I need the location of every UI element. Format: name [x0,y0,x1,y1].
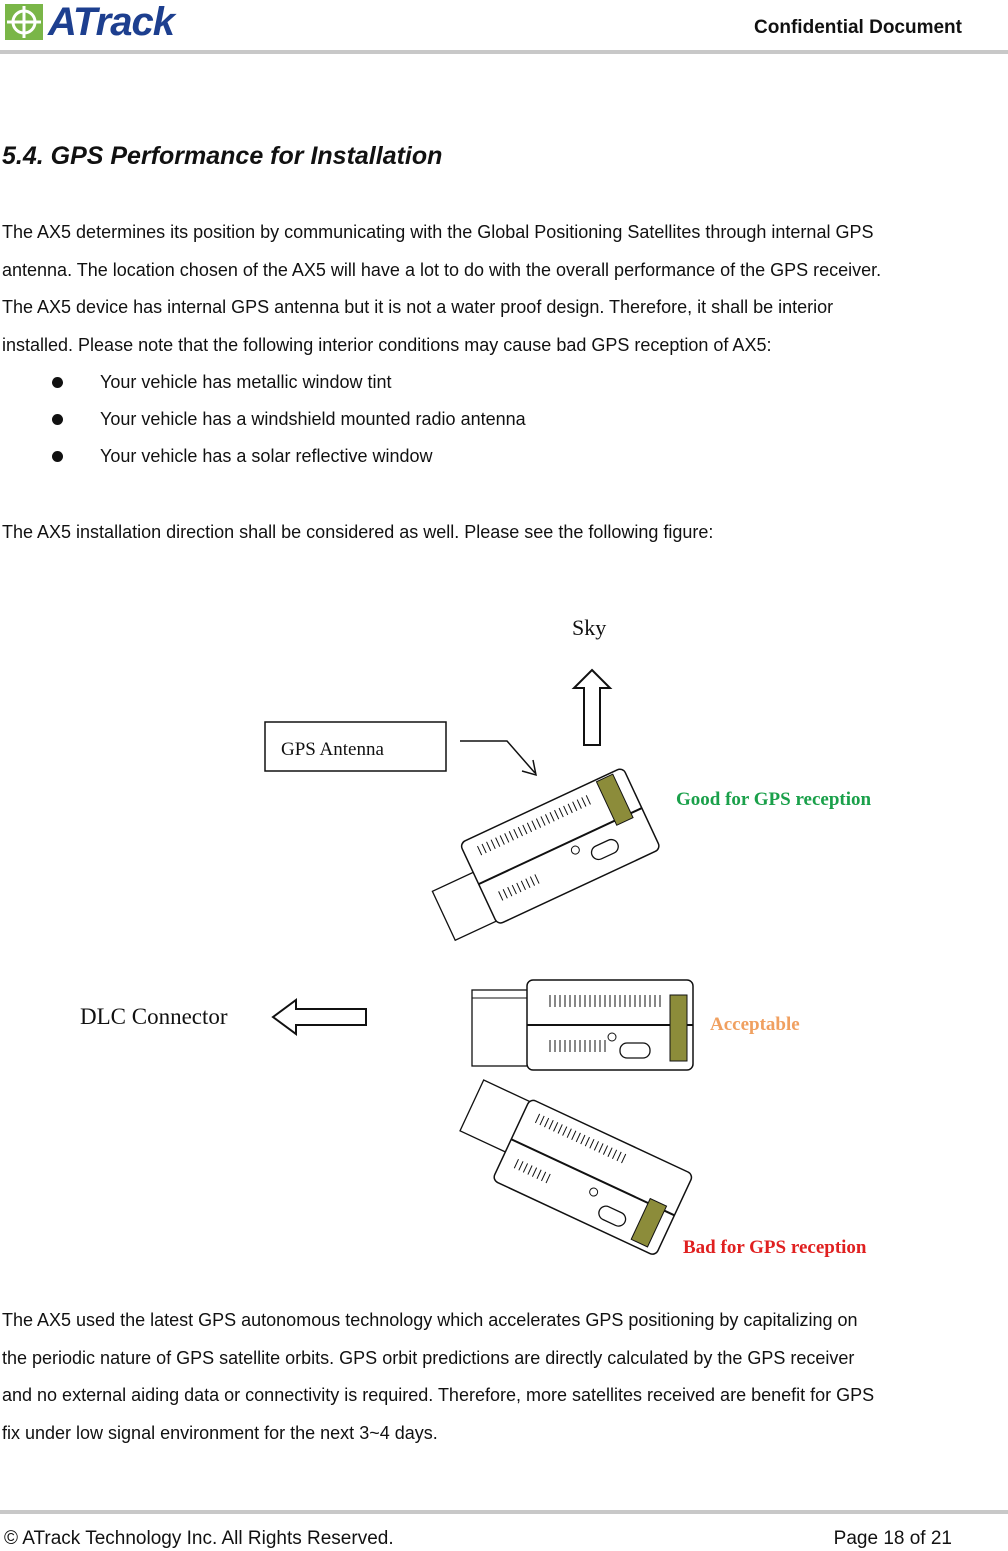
bullet-text: Your vehicle has a windshield mounted ra… [100,409,526,429]
bullet-icon [52,414,63,425]
sky-label: Sky [572,615,606,640]
antenna-patch [595,773,634,826]
intro-line: antenna. The location chosen of the AX5 … [2,259,882,280]
intro-paragraph: The AX5 determines its position by commu… [2,214,1008,364]
acceptable-label: Acceptable [710,1014,800,1035]
bullet-icon [52,377,63,388]
outro-line: The AX5 used the latest GPS autonomous t… [2,1310,858,1330]
confidential-label: Confidential Document [754,17,962,38]
bullet-item: Your vehicle has metallic window tint [0,364,1000,401]
intro-line: installed. Please note that the followin… [2,334,772,355]
footer-page-number: Page 18 of 21 [833,1528,952,1549]
antenna-patch [669,994,688,1062]
installation-figure: Sky GPS Antenna Good for GPS reception D… [80,615,872,1258]
company-logo: ATrack [4,0,234,44]
bullet-item: Your vehicle has a windshield mounted ra… [0,401,1000,438]
section-title: 5.4. GPS Performance for Installation [2,142,443,170]
device-connector [471,989,533,1067]
callout-line [460,740,536,774]
bullet-text: Your vehicle has metallic window tint [100,372,392,392]
footer-divider [0,1510,1008,1514]
good-label: Good for GPS reception [676,789,872,810]
outro-paragraph: The AX5 used the latest GPS autonomous t… [2,1302,1008,1452]
crosshair-logo-icon [5,4,43,40]
bullet-text: Your vehicle has a solar reflective wind… [100,446,433,466]
outro-line: fix under low signal environment for the… [2,1422,438,1443]
dlc-arrow-icon [271,998,367,1036]
bullet-icon [52,451,63,462]
device-bad [459,1079,693,1255]
bad-label: Bad for GPS reception [683,1237,867,1258]
intro-line: The AX5 device has internal GPS antenna … [2,297,834,317]
gps-antenna-label: GPS Antenna [281,739,384,760]
bullet-item: Your vehicle has a solar reflective wind… [0,438,1000,475]
gps-antenna-box [264,721,447,772]
header-divider [0,50,1008,54]
outro-line: the periodic nature of GPS satellite orb… [2,1347,855,1368]
dlc-connector-label: DLC Connector [80,1004,228,1029]
direction-note: The AX5 installation direction shall be … [2,522,714,542]
device-acceptable [471,979,694,1071]
callout-arrowhead-icon [521,759,537,777]
sky-arrow-icon [571,668,613,746]
footer-copyright: © ATrack Technology Inc. All Rights Rese… [4,1528,394,1549]
intro-line: The AX5 determines its position by commu… [2,222,874,242]
outro-line: and no external aiding data or connectiv… [2,1385,875,1405]
device-good [431,768,660,942]
antenna-patch [630,1197,668,1248]
logo-wordmark: ATrack [48,0,175,44]
